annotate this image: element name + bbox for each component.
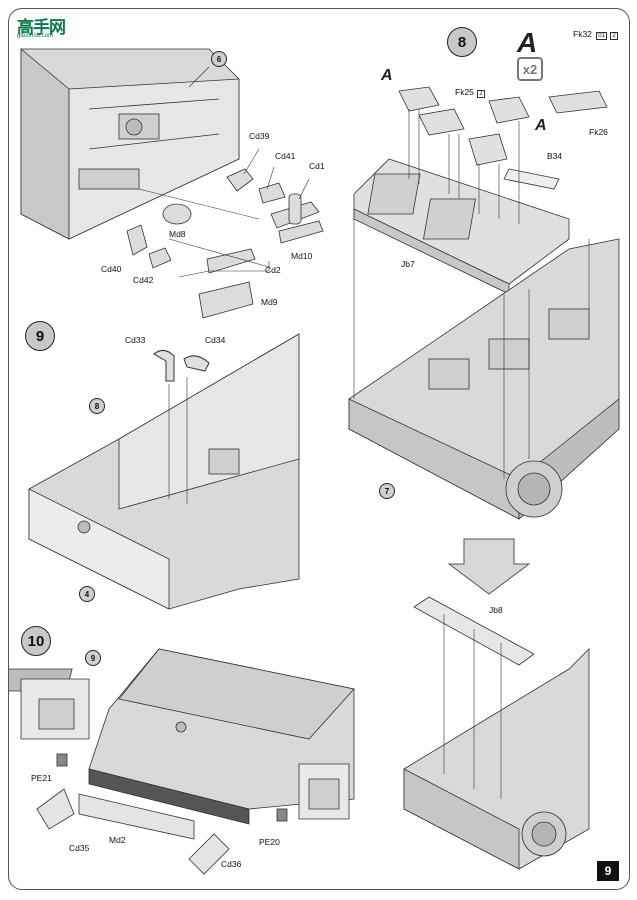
subassembly-ref-7: 7 (379, 483, 395, 499)
sequence-arrow (447, 538, 531, 595)
label-cd39: Cd39 (249, 131, 270, 141)
jb8-guide-lines (443, 614, 502, 799)
step8-guide-lines (353, 109, 590, 479)
step-10-badge: 10 (21, 626, 51, 656)
subassembly-ref-8: 8 (89, 398, 105, 414)
label-fk32: Fk32 01 2 (573, 29, 618, 40)
tag-fk25: 2 (477, 90, 485, 98)
label-cd35: Cd35 (69, 843, 90, 853)
label-fk25-text: Fk25 (455, 87, 474, 97)
multiplier-badge: x2 (517, 57, 543, 81)
label-cd42: Cd42 (133, 275, 154, 285)
label-md10: Md10 (291, 251, 313, 261)
label-jb8: Jb8 (489, 605, 503, 615)
step7-hull-drawing (20, 48, 240, 240)
step8-hull-drawing (348, 238, 620, 520)
logo-url: gaoshou.com (17, 33, 54, 39)
label-md8: Md8 (169, 229, 186, 239)
subassembly-ref-4: 4 (79, 586, 95, 602)
step7-leader-lines (138, 66, 310, 278)
step10-inset-left (20, 678, 90, 740)
assembly-drawings (9, 48, 620, 875)
logo-text: 高手网 (17, 18, 66, 37)
label-fk26: Fk26 (589, 127, 608, 137)
label-pe20: PE20 (259, 837, 280, 847)
subassembly-letter-left: A (381, 67, 393, 84)
label-fk32-text: Fk32 (573, 29, 592, 39)
page-number: 9 (597, 861, 619, 881)
site-logo: 高手网 gaoshou.com (13, 11, 77, 41)
tag-fk32-a: 01 (596, 32, 607, 40)
instruction-page: 高手网 gaoshou.com 8 9 10 6 7 8 4 9 A x2 A … (8, 8, 630, 890)
step10-parts (36, 753, 288, 875)
subassembly-letter-large: A (517, 27, 538, 58)
label-cd33: Cd33 (125, 335, 146, 345)
label-pe21: PE21 (31, 773, 52, 783)
step8-cover-drawing (353, 158, 570, 295)
label-cd1: Cd1 (309, 161, 325, 171)
label-md9: Md9 (261, 297, 278, 307)
step9-exhaust-parts (153, 350, 210, 504)
step9-hull-drawing (28, 333, 300, 610)
label-md2: Md2 (109, 835, 126, 845)
label-cd2: Cd2 (265, 265, 281, 275)
label-jb7: Jb7 (401, 259, 415, 269)
label-cd36: Cd36 (221, 859, 242, 869)
label-fk25: Fk25 2 (455, 87, 485, 98)
subassembly-letter-right: A (535, 117, 547, 134)
tag-fk32-b: 2 (610, 32, 618, 40)
step7-parts (126, 168, 324, 319)
step10-inset-right (298, 763, 350, 820)
label-b34: B34 (547, 151, 563, 161)
step-8-badge: 8 (447, 27, 477, 57)
label-cd41: Cd41 (275, 151, 296, 161)
step8-parts (398, 86, 608, 190)
jb8-hull-drawing (403, 648, 590, 870)
label-cd40: Cd40 (101, 264, 122, 274)
subassembly-ref-6: 6 (211, 51, 227, 67)
step-9-badge: 9 (25, 321, 55, 351)
subassembly-ref-9: 9 (85, 650, 101, 666)
label-cd34: Cd34 (205, 335, 226, 345)
